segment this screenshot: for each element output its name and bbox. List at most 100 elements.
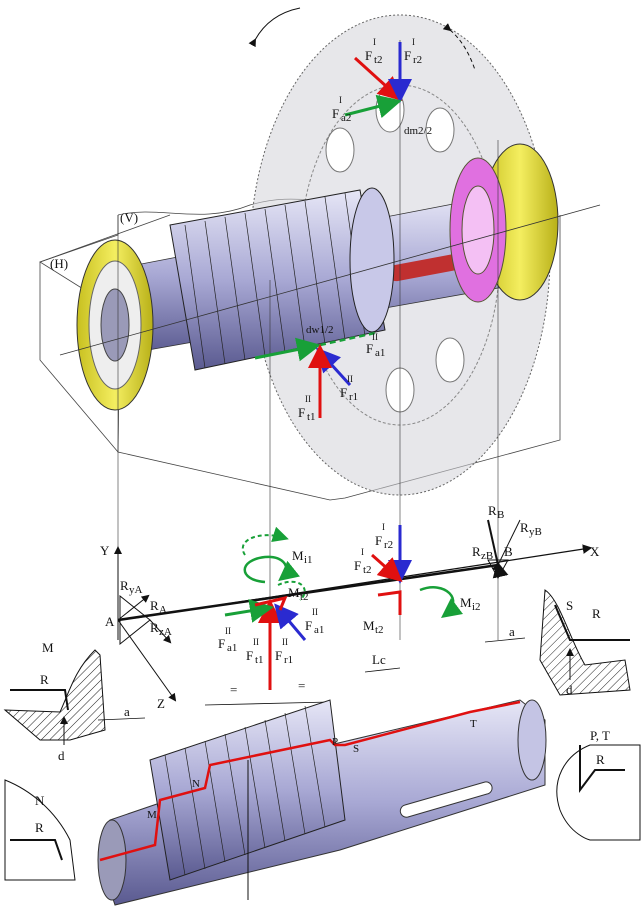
axis-x-label: X xyxy=(590,544,600,559)
detail-s: S R d xyxy=(539,589,631,697)
ft1-top-sup: II xyxy=(305,394,311,404)
rzb-sub: zB xyxy=(481,550,493,562)
top-3d-view: (V) (H) I F t2 I F r2 I F a2 dm2/2 dw1/2… xyxy=(39,7,601,640)
moment-mt2-arrow xyxy=(254,595,288,611)
fa1b-label: F xyxy=(305,618,312,633)
rb-sub: B xyxy=(497,509,504,521)
mi2-sub: i2 xyxy=(472,601,481,613)
ra-label: R xyxy=(150,598,159,613)
spacer-ring-inner xyxy=(461,185,495,275)
axis-y-label: Y xyxy=(100,543,110,558)
fr1-label: F xyxy=(275,648,282,663)
reaction-ryb xyxy=(491,519,521,573)
plane-h-label: (H) xyxy=(50,256,68,271)
ft1-top-label: F xyxy=(298,405,305,420)
force-fa1-top xyxy=(254,337,321,362)
shaft-profile-line xyxy=(99,700,521,862)
bottom-shaft-view: M N P S T xyxy=(97,699,547,906)
rzb-label: R xyxy=(472,544,481,559)
shaft-keyway xyxy=(399,781,493,818)
detail-s-r: R xyxy=(592,606,601,621)
mt2a-sub: t2 xyxy=(300,591,309,603)
rza-label: R xyxy=(150,620,159,635)
mt2b-label: M xyxy=(363,618,375,633)
fa1-top-sup: II xyxy=(372,332,378,342)
plane-v-label: (V) xyxy=(120,210,138,225)
fa2-top-sup: I xyxy=(339,95,342,105)
mi1-label: M xyxy=(292,548,304,563)
force-ft2 xyxy=(371,553,403,582)
pinion-end-face xyxy=(349,187,395,333)
shaft-label-m: M xyxy=(147,809,157,821)
fa1-top-label: F xyxy=(366,341,373,356)
moment-mt2b-arrow xyxy=(377,590,402,615)
beam xyxy=(117,563,499,622)
ft2-top-sub: t2 xyxy=(374,54,383,66)
fr1-top-sub: r1 xyxy=(349,391,358,403)
pinion-gear xyxy=(169,189,386,371)
dim-line-lc xyxy=(364,667,401,673)
fa1-sub: a1 xyxy=(227,642,237,654)
detail-pt-title: P, T xyxy=(590,728,610,743)
detail-m-d: d xyxy=(58,748,65,763)
fa1-label: F xyxy=(218,636,225,651)
detail-n-title: N xyxy=(35,793,45,808)
rya-sub: yA xyxy=(129,584,143,596)
mi1-sub: i1 xyxy=(304,554,313,566)
fr1-top-sup: II xyxy=(347,374,353,384)
fa2-top-label: F xyxy=(332,106,339,121)
ft1-top-sub: t1 xyxy=(307,411,316,423)
reaction-rb xyxy=(487,519,509,579)
fr1-sub: r1 xyxy=(284,654,293,666)
rya-label: R xyxy=(120,578,129,593)
fr2-top-sup: I xyxy=(412,37,415,47)
axis-z xyxy=(117,619,177,702)
shaft-label-t: T xyxy=(470,718,477,730)
rza-sub: zA xyxy=(159,626,172,638)
wheel-hole xyxy=(435,337,465,383)
detail-m-title: M xyxy=(42,640,54,655)
fr2-label: F xyxy=(375,533,382,548)
rotation-arrow-icon xyxy=(248,7,301,48)
equal-mark-1: = xyxy=(230,682,237,697)
force-scheme: Y X Z A B R yA R A R zA R B R yB R zB M … xyxy=(97,503,600,721)
dim-a-right: a xyxy=(509,624,515,639)
shaft-axis xyxy=(59,204,601,356)
ft1-sub: t1 xyxy=(255,654,264,666)
mt2a-label: M xyxy=(288,585,300,600)
support-a xyxy=(119,594,151,646)
shaft-end-left xyxy=(97,819,127,901)
detail-pt: P, T R xyxy=(556,728,641,841)
dim-a-left: a xyxy=(124,704,130,719)
point-a-label: A xyxy=(105,614,115,629)
moment-mi1-icon xyxy=(243,555,300,584)
mi2-label: M xyxy=(460,595,472,610)
axis-z-label: Z xyxy=(157,696,165,711)
force-fa2-top xyxy=(344,94,402,119)
detail-pt-r: R xyxy=(596,752,605,767)
shaft-end-right xyxy=(517,699,547,781)
fr2-top-sub: r2 xyxy=(413,54,422,66)
ryb-sub: yB xyxy=(529,526,542,538)
shaft-label-s: S xyxy=(353,743,359,755)
wheel-hole xyxy=(425,107,455,153)
ft2-label: F xyxy=(354,558,361,573)
dim-line-a-left xyxy=(97,717,146,721)
fa1b-sup: II xyxy=(312,607,318,617)
detail-n: N R xyxy=(4,779,76,881)
fa1-sup: II xyxy=(225,626,231,636)
fr1-top-label: F xyxy=(340,385,347,400)
mt2b-sub: t2 xyxy=(375,624,384,636)
rotation-arrow-icon xyxy=(442,23,476,71)
shaft-label-n: N xyxy=(192,778,200,790)
dim-line-a-right xyxy=(484,637,526,643)
ft1-sup: II xyxy=(253,637,259,647)
horizontal-plane xyxy=(39,214,171,453)
ra-sub: A xyxy=(159,604,167,616)
dim-line-equal xyxy=(204,701,331,706)
point-b-label: B xyxy=(504,544,513,559)
ryb-label: R xyxy=(520,520,529,535)
detail-m: M R d xyxy=(3,640,106,763)
ft2-sup: I xyxy=(361,547,364,557)
